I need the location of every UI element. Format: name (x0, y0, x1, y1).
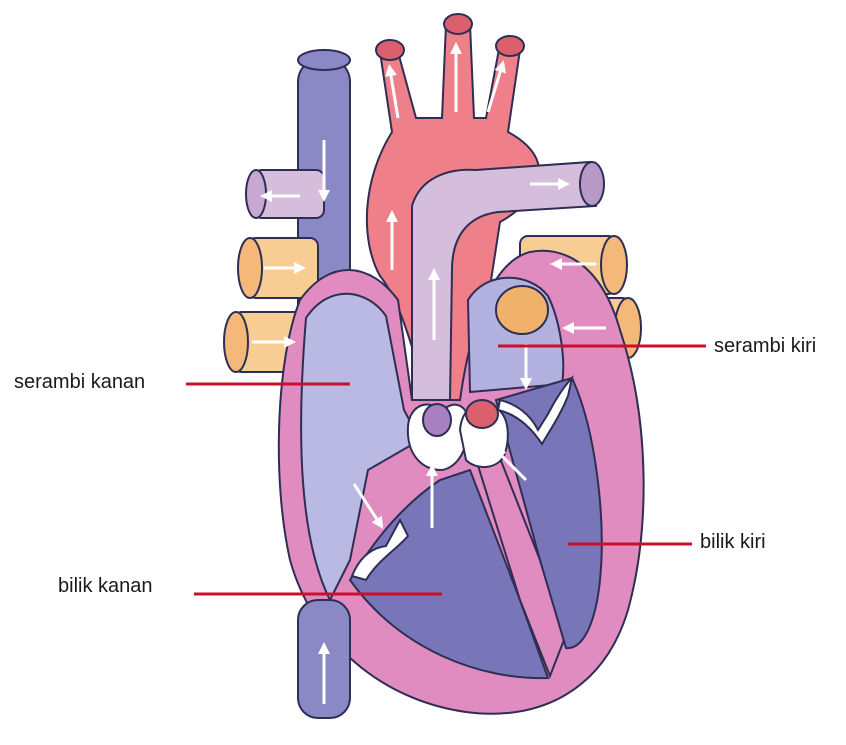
label-right-ventricle: bilik kanan (58, 576, 153, 596)
label-right-atrium: serambi kanan (14, 372, 145, 392)
label-left-atrium: serambi kiri (714, 336, 816, 356)
pulmonary-artery-right-branch (246, 170, 324, 218)
label-left-ventricle: bilik kiri (700, 532, 766, 552)
